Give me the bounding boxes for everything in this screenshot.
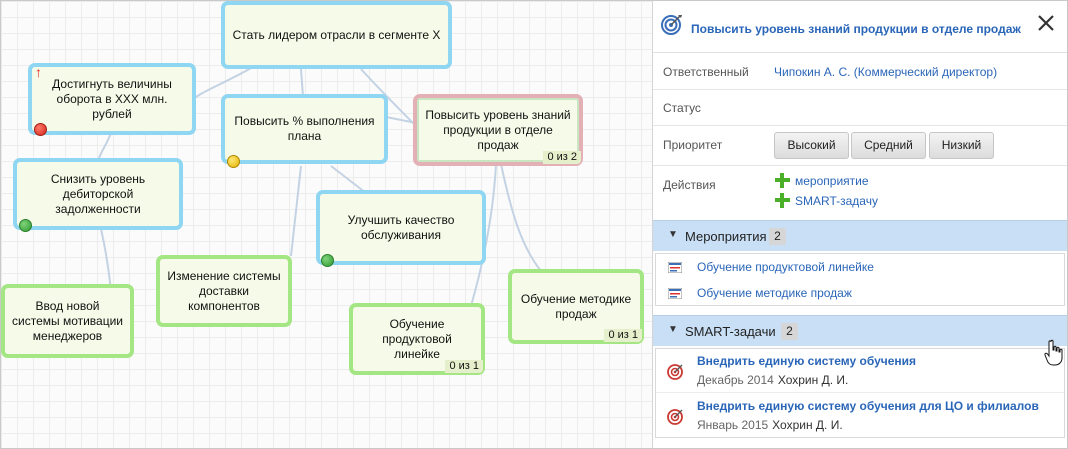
actions-label: Действия [663,178,716,192]
task-node-text: Ввод новой системы мотивации менеджеров [12,298,123,343]
goal-node-text: Достигнуть величины оборота в XXX млн. р… [52,76,172,121]
status-row: Статус [653,90,1067,126]
link-knowledge-product [470,163,497,307]
link-plan-delivery [290,165,302,257]
panel-title: Повысить уровень знаний продукции в отде… [691,22,1021,36]
event-icon [668,288,682,299]
status-yellow-icon [227,155,240,168]
close-icon[interactable] [1034,11,1058,35]
priority-row: Приоритет [653,126,1067,166]
goal-node-text: Повысить % выполнения плана [234,114,375,143]
map-connectors [97,60,542,307]
events-count-badge: 2 [769,228,786,245]
plus-icon [774,192,791,209]
goal-node-text: Стать лидером отрасли в сегменте X [232,27,441,42]
add-event-label: мероприятие [795,173,869,188]
progress-badge: 0 из 1 [604,329,642,342]
event-icon [668,262,682,273]
event-item[interactable]: Обучение методике продаж [656,280,1064,306]
target-icon [661,15,682,35]
task-node-product-training[interactable]: Обучение продуктовой линейке 0 из 1 [349,303,485,375]
smart-task-item[interactable]: Внедрить единую систему обучения для ЦО … [656,394,1064,438]
link-turnover-debt [97,132,112,162]
smart-count-badge: 2 [781,323,798,340]
panel-header: Повысить уровень знаний продукции в отде… [653,1,1067,53]
status-green-icon [19,219,32,232]
status-red-icon [34,123,47,136]
goal-node-text: Повысить уровень знаний продукции в отде… [425,107,571,152]
task-node-text: Обучение продуктовой линейке [382,316,452,361]
smart-task-name: Внедрить единую систему обучения для ЦО … [697,399,1039,413]
events-section-header[interactable]: ▼ Мероприятия 2 [653,220,1067,251]
smart-section-header[interactable]: ▼ SMART-задачи 2 [653,315,1067,346]
events-list: Обучение продуктовой линейке Обучение ме… [655,253,1065,306]
status-green-icon [321,254,334,267]
progress-badge: 0 из 2 [543,151,581,164]
priority-medium-button[interactable]: Средний [851,132,926,159]
responsible-row: Ответственный Чипокин А. С. (Коммерчески… [653,53,1067,90]
task-node-text: Обучение методике продаж [520,291,632,321]
smart-task-date: Январь 2015 [697,418,769,432]
priority-high-button[interactable]: Высокий [774,132,849,159]
goal-node-debt[interactable]: Снизить уровень дебиторской задолженност… [13,158,183,230]
goal-node-text: Снизить уровень дебиторской задолженност… [50,171,146,216]
target-icon [667,364,683,380]
task-node-delivery[interactable]: Изменение системы доставки компонентов [156,255,292,327]
priority-label: Приоритет [663,138,723,152]
smart-task-owner[interactable]: Хохрин Д. И. [777,373,849,387]
event-title: Обучение методике продаж [697,286,852,300]
chevron-down-icon: ▼ [668,324,678,335]
actions-row: Действия [653,166,1067,219]
target-icon [667,409,683,425]
plus-icon [774,172,791,189]
link-leader-plan [300,68,304,98]
goal-node-text: Улучшить качество обслуживания [347,212,455,242]
add-event-action[interactable]: мероприятие [774,172,869,189]
events-section-title: Мероприятия [685,229,767,244]
progress-badge: 0 из 1 [445,360,483,373]
task-node-motivation[interactable]: Ввод новой системы мотивации менеджеров [1,284,134,358]
add-smart-task-action[interactable]: SMART-задачу [774,192,878,209]
strategy-map-canvas[interactable]: Стать лидером отрасли в сегменте X Дости… [1,1,652,448]
goal-node-leader[interactable]: Стать лидером отрасли в сегменте X [221,1,452,69]
event-title: Обучение продуктовой линейке [697,260,874,274]
smart-task-date: Декабрь 2014 [697,373,774,387]
priority-low-button[interactable]: Низкий [929,132,994,159]
task-node-text: Изменение системы доставки компонентов [167,268,281,313]
goal-node-knowledge[interactable]: Повысить уровень знаний продукции в отде… [413,94,583,166]
smart-task-name: Внедрить единую систему обучения [697,354,917,368]
smart-task-item[interactable]: Внедрить единую систему обучения Декабрь… [656,349,1064,393]
responsible-value[interactable]: Чипокин А. С. (Коммерческий директор) [774,65,998,79]
add-smart-task-label: SMART-задачу [795,193,878,208]
up-arrow-icon: ↑ [35,64,42,80]
event-item[interactable]: Обучение продуктовой линейке [656,254,1064,280]
responsible-label: Ответственный [663,65,749,79]
smart-task-owner[interactable]: Хохрин Д. И. [772,418,843,432]
smart-list: Внедрить единую систему обучения Декабрь… [655,348,1065,438]
link-debt-motivation [100,228,112,292]
smart-section-title: SMART-задачи [685,324,776,339]
task-node-sales-training[interactable]: Обучение методике продаж 0 из 1 [508,269,644,344]
chevron-down-icon: ▼ [668,229,678,240]
status-label: Статус [663,101,701,115]
link-plan-service [330,165,367,194]
properties-panel: Повысить уровень знаний продукции в отде… [652,1,1067,448]
goal-node-plan[interactable]: Повысить % выполнения плана [221,94,388,164]
goal-node-turnover[interactable]: Достигнуть величины оборота в XXX млн. р… [28,63,196,135]
goal-node-service[interactable]: Улучшить качество обслуживания [316,190,486,265]
link-knowledge-sales [500,163,542,272]
